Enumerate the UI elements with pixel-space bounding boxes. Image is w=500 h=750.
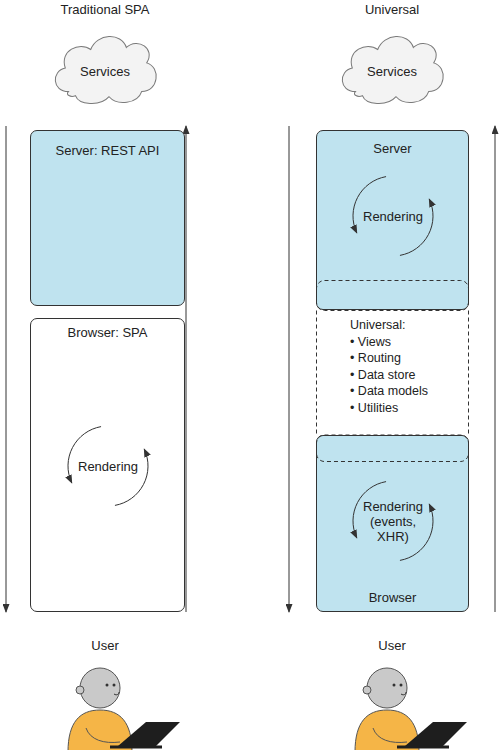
text-group: Universal:• Views• Routing• Data store• … — [350, 317, 465, 416]
user-figure — [355, 668, 467, 750]
node-text: Rendering (events, XHR) — [361, 499, 425, 544]
dashed-side — [468, 311, 469, 436]
node-text: Rendering — [363, 209, 423, 224]
node-text: Browser: SPA — [31, 325, 184, 340]
cycle-arrow — [353, 177, 386, 233]
dashed-side — [316, 311, 317, 436]
text-group: Rendering (events, XHR) — [348, 476, 438, 566]
rendering-cycle: Rendering — [348, 171, 438, 261]
text-group: Rendering — [348, 171, 438, 261]
text-group: Services — [48, 28, 162, 108]
node-text: • Routing — [350, 350, 465, 367]
universal-band: Universal:• Views• Routing• Data store• … — [316, 280, 469, 462]
node-text: • Utilities — [350, 400, 465, 417]
node-text: Services — [80, 64, 130, 79]
node-text: Services — [367, 64, 417, 79]
node-text: • Data models — [350, 383, 465, 400]
cloud-shape — [342, 37, 443, 104]
services-cloud: Services — [335, 28, 449, 108]
node-text: Universal: — [350, 317, 465, 334]
user-figure — [68, 668, 180, 750]
column-heading: Universal — [322, 2, 462, 17]
text-group: Browser: SPA — [31, 325, 184, 340]
node-text: Browser — [317, 590, 468, 605]
flow-arrow-up — [186, 126, 187, 612]
user-label: User — [35, 638, 175, 653]
server-box: ServerRendering — [316, 130, 469, 310]
browser-box: Browser: SPA Rendering — [30, 318, 185, 612]
node-text: • Views — [350, 334, 465, 351]
dashed-band — [317, 281, 469, 311]
server-box: Server: REST API — [30, 130, 185, 306]
user-label: User — [322, 638, 462, 653]
text-group: Services — [335, 28, 449, 108]
rendering-cycle: Rendering (events, XHR) — [348, 476, 438, 566]
flow-arrow-down — [289, 126, 290, 612]
text-group: Server: REST API — [31, 143, 184, 158]
cycle-arrow — [400, 199, 433, 255]
flow-arrow-down — [6, 126, 7, 612]
text-group: Server — [317, 141, 468, 156]
cycle-arrow — [68, 427, 101, 483]
node-text: Rendering — [78, 459, 138, 474]
text-group: Browser — [317, 590, 468, 605]
cycle-arrow — [115, 449, 148, 505]
rendering-cycle: Rendering — [63, 421, 153, 511]
text-group: Rendering — [63, 421, 153, 511]
column-heading: Traditional SPA — [35, 2, 175, 17]
flow-arrow-up — [495, 126, 496, 612]
node-text: Server — [317, 141, 468, 156]
node-text: • Data store — [350, 367, 465, 384]
node-text: Server: REST API — [31, 143, 184, 158]
services-cloud: Services — [48, 28, 162, 108]
cloud-shape — [55, 37, 156, 104]
